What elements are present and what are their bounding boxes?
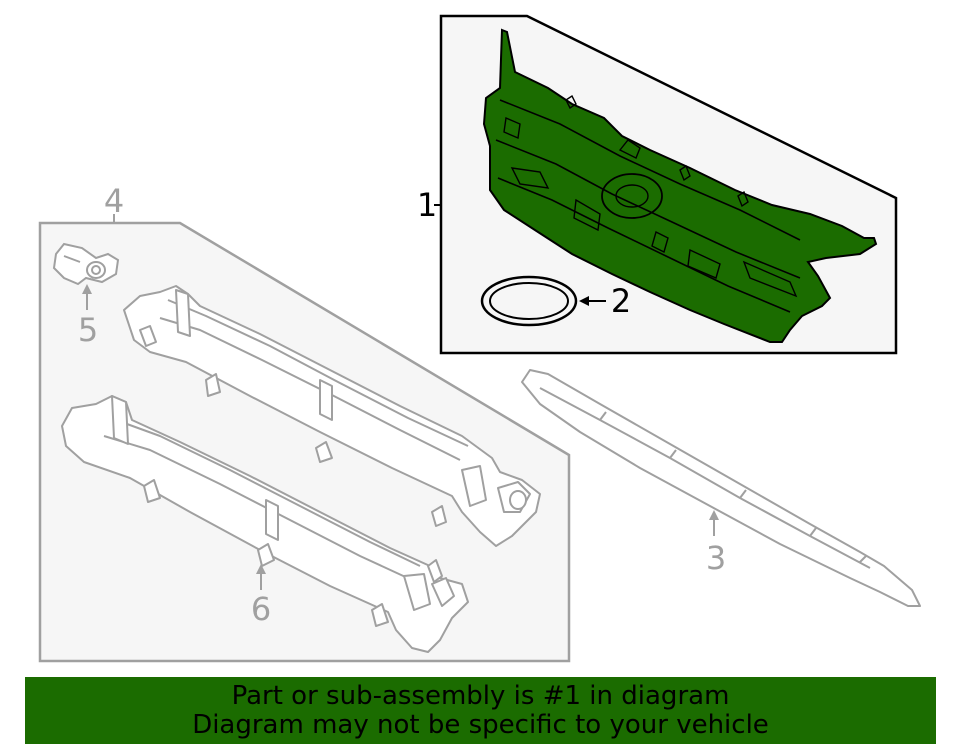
callout-6[interactable]: 6	[251, 590, 271, 628]
leader-arrow-2	[579, 296, 606, 306]
callout-1[interactable]: 1	[417, 186, 437, 224]
leader-arrow-6	[256, 564, 266, 590]
upper-air-shutter[interactable]	[123, 285, 541, 547]
info-banner: Part or sub-assembly is #1 in diagram Di…	[25, 677, 936, 744]
lower-strip-part-3[interactable]	[521, 369, 921, 607]
emblem-ring-part-2[interactable]	[480, 275, 578, 327]
callout-2[interactable]: 2	[611, 282, 631, 320]
banner-line-2: Diagram may not be specific to your vehi…	[192, 710, 769, 740]
banner-line-1: Part or sub-assembly is #1 in diagram	[231, 681, 730, 711]
lower-air-shutter-part-6[interactable]	[61, 395, 469, 653]
callout-5[interactable]: 5	[78, 311, 98, 349]
leader-arrow-5	[82, 284, 92, 310]
callout-4[interactable]: 4	[104, 182, 124, 220]
leader-arrow-3	[709, 510, 719, 536]
callout-3[interactable]: 3	[706, 539, 726, 577]
sensor-part-5[interactable]	[52, 242, 120, 286]
front-grille-part-1[interactable]	[482, 28, 878, 343]
